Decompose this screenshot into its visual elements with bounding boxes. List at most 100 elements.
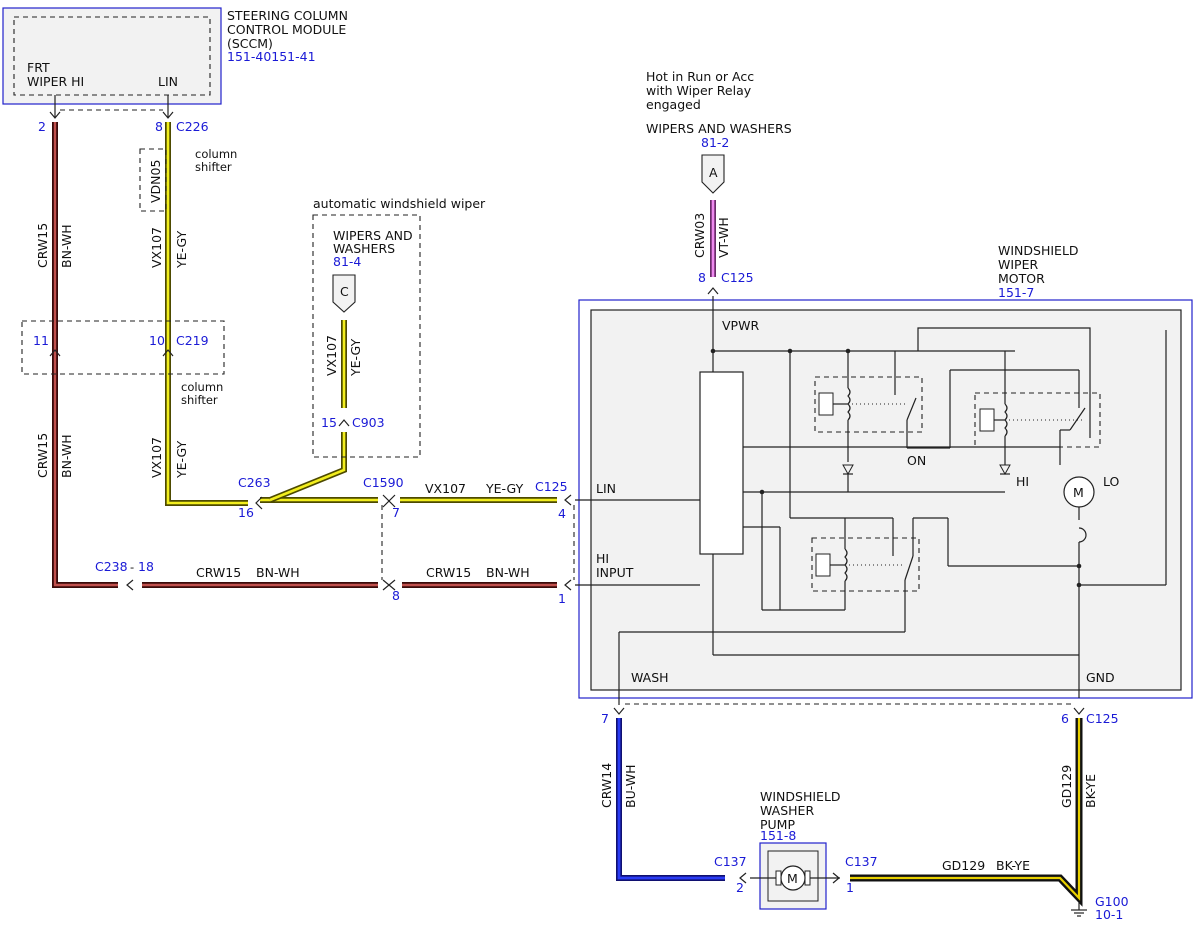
- lin-conn-c226[interactable]: C226: [176, 119, 209, 134]
- motor-m: M: [1073, 485, 1084, 500]
- c125-pin-4: 4: [558, 506, 566, 521]
- sccm-module: STEERING COLUMN CONTROL MODULE (SCCM) 15…: [2, 7, 348, 119]
- auto-wiper-circuit: VX107: [324, 335, 339, 376]
- hot-line-1: Hot in Run or Acc: [646, 69, 754, 84]
- hot-line-2: with Wiper Relay: [646, 83, 752, 98]
- crw15-pin-1: 1: [558, 591, 566, 606]
- gnd-h-color: BK-YE: [996, 858, 1030, 873]
- power-ref[interactable]: 81-2: [701, 135, 729, 150]
- crw15-h-color-2: BN-WH: [486, 565, 530, 580]
- lin-pin-10: 10: [149, 333, 165, 348]
- hot-line-3: engaged: [646, 97, 701, 112]
- c125-lin-label[interactable]: C125: [535, 479, 568, 494]
- c219-connector-box: [21, 320, 225, 375]
- sccm-pin-frt-1: FRT: [27, 60, 50, 75]
- gnd-conn-c125[interactable]: C125: [1086, 711, 1119, 726]
- motor-hi: HI: [1016, 474, 1029, 489]
- lin-circuit-2: VX107: [149, 437, 164, 478]
- lin-conn-c219[interactable]: C219: [176, 333, 209, 348]
- auto-wiper-conn[interactable]: C903: [352, 415, 385, 430]
- c263-pin-16: 16: [238, 505, 254, 520]
- motor-on: ON: [907, 453, 926, 468]
- pump-conn-c137b[interactable]: C137: [845, 854, 878, 869]
- gnd-h-circuit: GD129: [942, 858, 985, 873]
- washer-pump: WINDSHIELD WASHER PUMP 151-8 M: [750, 789, 841, 910]
- crw15-color-2: BN-WH: [59, 434, 74, 478]
- c238-pin: 18: [138, 559, 154, 574]
- sccm-pin-frt-2: WIPER HI: [27, 74, 84, 89]
- motor-gnd: GND: [1086, 670, 1115, 685]
- wash-circuit: CRW14: [599, 763, 614, 808]
- pump-title-3: PUMP: [760, 817, 795, 832]
- vx107-wire[interactable]: [165, 122, 557, 506]
- crw14-wire[interactable]: [616, 718, 725, 881]
- power-label: WIPERS AND WASHERS: [646, 121, 792, 136]
- motor-title-2: WIPER: [998, 257, 1038, 272]
- crw15-circuit-1: CRW15: [35, 223, 50, 268]
- sccm-pin-lin: LIN: [158, 74, 178, 89]
- motor-wash: WASH: [631, 670, 669, 685]
- motor-ref[interactable]: 151-7: [998, 285, 1034, 300]
- crw15-circuit-2: CRW15: [35, 433, 50, 478]
- wash-pin-7: 7: [601, 711, 609, 726]
- c1590-pin-7: 7: [392, 505, 400, 520]
- column-shifter-2b: shifter: [181, 393, 218, 407]
- pump-pin-1: 1: [846, 880, 854, 895]
- auto-wiper-ref[interactable]: 81-4: [333, 254, 361, 269]
- crw15-h-circuit-1: CRW15: [196, 565, 241, 580]
- lin-color-1: YE-GY: [174, 230, 189, 269]
- crw15-wire[interactable]: [52, 122, 557, 588]
- power-conn[interactable]: C125: [721, 270, 754, 285]
- pump-ref[interactable]: 151-8: [760, 828, 796, 843]
- motor-hi-input-2: INPUT: [596, 565, 634, 580]
- vdn05: VDN05: [148, 160, 163, 203]
- gnd-color: BK-YE: [1083, 774, 1098, 808]
- column-shifter-2a: column: [181, 380, 223, 394]
- sccm-title-3: (SCCM): [227, 36, 273, 51]
- pump-motor-symbol: [780, 865, 806, 891]
- auto-wiper-group: automatic windshield wiper WIPERS AND WA…: [312, 196, 486, 458]
- motor-title-1: WINDSHIELD: [998, 243, 1079, 258]
- pump-conn-c137a[interactable]: C137: [714, 854, 747, 869]
- auto-wiper-color: YE-GY: [348, 338, 363, 377]
- motor-title-3: MOTOR: [998, 271, 1045, 286]
- sccm-title-2: CONTROL MODULE: [227, 22, 346, 37]
- sccm-ref[interactable]: 151-40151-41: [227, 49, 316, 64]
- c263-label[interactable]: C263: [238, 475, 271, 490]
- power-circuit: CRW03: [692, 213, 707, 258]
- auto-wiper-flag-letter: C: [340, 284, 349, 299]
- ground-symbol: [1071, 902, 1087, 917]
- sccm-title-1: STEERING COLUMN: [227, 8, 348, 23]
- pump-title-1: WINDSHIELD: [760, 789, 841, 804]
- auto-wiper-label-2: WASHERS: [333, 241, 395, 256]
- power-color: VT-WH: [716, 217, 731, 258]
- svg-text:-: -: [130, 560, 134, 574]
- power-flag[interactable]: [701, 154, 725, 194]
- c1590-label[interactable]: C1590: [363, 475, 404, 490]
- pump-m: M: [787, 871, 798, 886]
- column-shifter-1b: shifter: [195, 160, 232, 174]
- motor-controller: [699, 371, 744, 555]
- crw15-color-1: BN-WH: [59, 224, 74, 268]
- wiper-motor-module: WINDSHIELD WIPER MOTOR 151-7 VPWR LIN HI…: [575, 243, 1193, 705]
- g100-label[interactable]: G100: [1095, 894, 1129, 909]
- auto-wiper-flag[interactable]: [332, 274, 356, 313]
- crw15-pin-8: 8: [392, 588, 400, 603]
- column-shifter-1a: column: [195, 147, 237, 161]
- crw15-h-circuit-2: CRW15: [426, 565, 471, 580]
- wash-color: BU-WH: [623, 765, 638, 809]
- c238-label[interactable]: C238: [95, 559, 128, 574]
- lin-color-2: YE-GY: [174, 440, 189, 479]
- power-pin: 8: [698, 270, 706, 285]
- lin-pin-8: 8: [155, 119, 163, 134]
- crw15-pin-2: 2: [38, 119, 46, 134]
- vx107-h-color: YE-GY: [485, 481, 524, 496]
- auto-wiper-pin: 15: [321, 415, 337, 430]
- gd129-wire[interactable]: [850, 718, 1083, 907]
- auto-wiper-label-1: WIPERS AND: [333, 228, 413, 243]
- g100-ref[interactable]: 10-1: [1095, 907, 1123, 922]
- lin-circuit-1: VX107: [149, 227, 164, 268]
- power-flag-letter: A: [709, 165, 718, 180]
- motor-hi-input-1: HI: [596, 551, 609, 566]
